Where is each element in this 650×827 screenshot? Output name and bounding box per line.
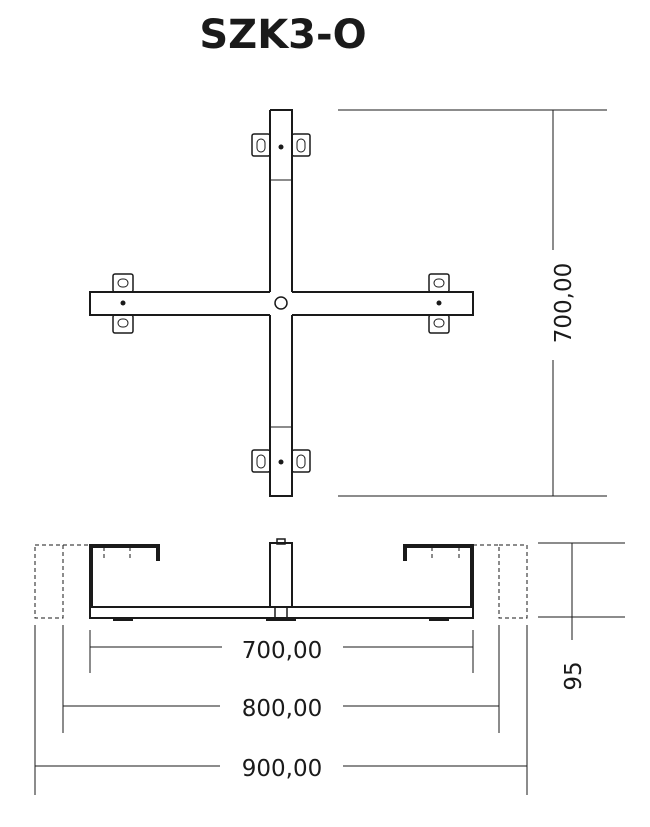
left-bracket: [112, 273, 134, 334]
middle-width-label: 800,00: [242, 696, 322, 722]
post-slot: [274, 606, 288, 619]
center-pin: [274, 296, 288, 310]
horizontal-arm: [89, 291, 474, 316]
foot: [429, 618, 449, 621]
outer-width-label: 900,00: [242, 756, 322, 782]
height-dimension: 700,00: [338, 109, 607, 497]
side-left-bracket: [89, 544, 160, 607]
vertical-arm: [269, 109, 293, 497]
height-dimension-label: 700,00: [551, 263, 577, 343]
side-view: [34, 538, 528, 621]
middle-width-dimension: 800,00: [62, 625, 500, 733]
side-right-bracket: [403, 544, 474, 607]
outer-width-dimension: 900,00: [34, 625, 528, 795]
inner-width-dimension: 700,00: [89, 630, 474, 673]
side-base-bar: [89, 606, 474, 619]
foot: [113, 618, 133, 621]
outer-outline-right: [498, 544, 528, 619]
side-height-label: 95: [561, 661, 587, 690]
post-cap: [276, 538, 286, 545]
outer-outline-left: [34, 544, 64, 619]
right-bracket: [428, 273, 450, 334]
center-post: [269, 542, 293, 608]
top-view: [89, 109, 474, 497]
inner-width-label: 700,00: [242, 638, 322, 664]
bottom-bracket: [251, 449, 311, 473]
drawing-title: SZK3-O: [199, 12, 366, 58]
foot: [266, 618, 296, 621]
side-height-dimension: 95: [538, 542, 625, 691]
top-bracket: [251, 133, 311, 157]
